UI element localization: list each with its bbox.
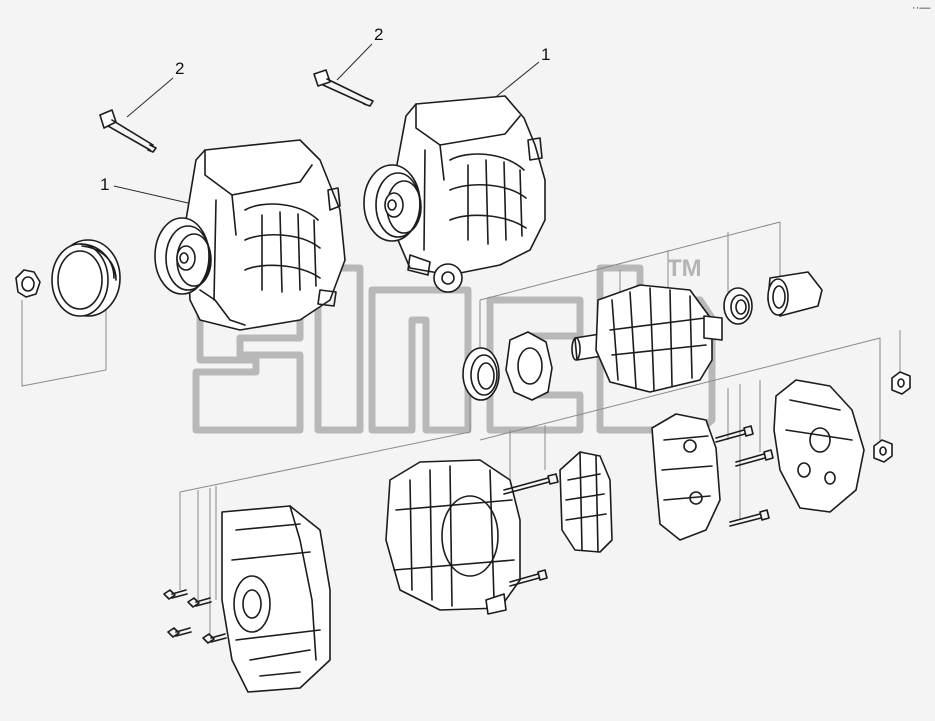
- rear-cover-nuts: [873, 371, 911, 463]
- callout-bolt-right: 2: [374, 25, 384, 44]
- trademark-mark: TM: [667, 255, 702, 282]
- rectifier-screws: [715, 425, 774, 527]
- front-bearing: [462, 347, 500, 401]
- callout-leaders: [113, 43, 540, 204]
- rectifier-bridge: [651, 413, 721, 541]
- rear-bearing: [723, 287, 753, 325]
- alternator-assembled-left: [154, 139, 346, 331]
- drive-end-housing: [221, 505, 331, 693]
- mounting-bolt-left: [99, 109, 157, 153]
- rotor: [571, 284, 723, 393]
- callout-alternator-left: 1: [100, 175, 110, 194]
- bearing-retainer-plate: [505, 331, 553, 401]
- pulley-nut: [15, 269, 41, 298]
- corner-mark: ··—: [912, 2, 931, 14]
- stator-screws: [503, 473, 559, 587]
- housing-screws-left: [163, 589, 227, 644]
- callout-alternator-right: 1: [541, 45, 551, 64]
- rear-cover: [773, 379, 865, 513]
- callout-bolt-left: 2: [175, 59, 185, 78]
- slip-ring-cap: [767, 271, 823, 317]
- alternator-assembled-right: [363, 95, 546, 293]
- stator-housing: [385, 459, 521, 615]
- mounting-bolt-right: [313, 69, 374, 107]
- pulley: [51, 239, 121, 317]
- voltage-regulator: [559, 451, 613, 553]
